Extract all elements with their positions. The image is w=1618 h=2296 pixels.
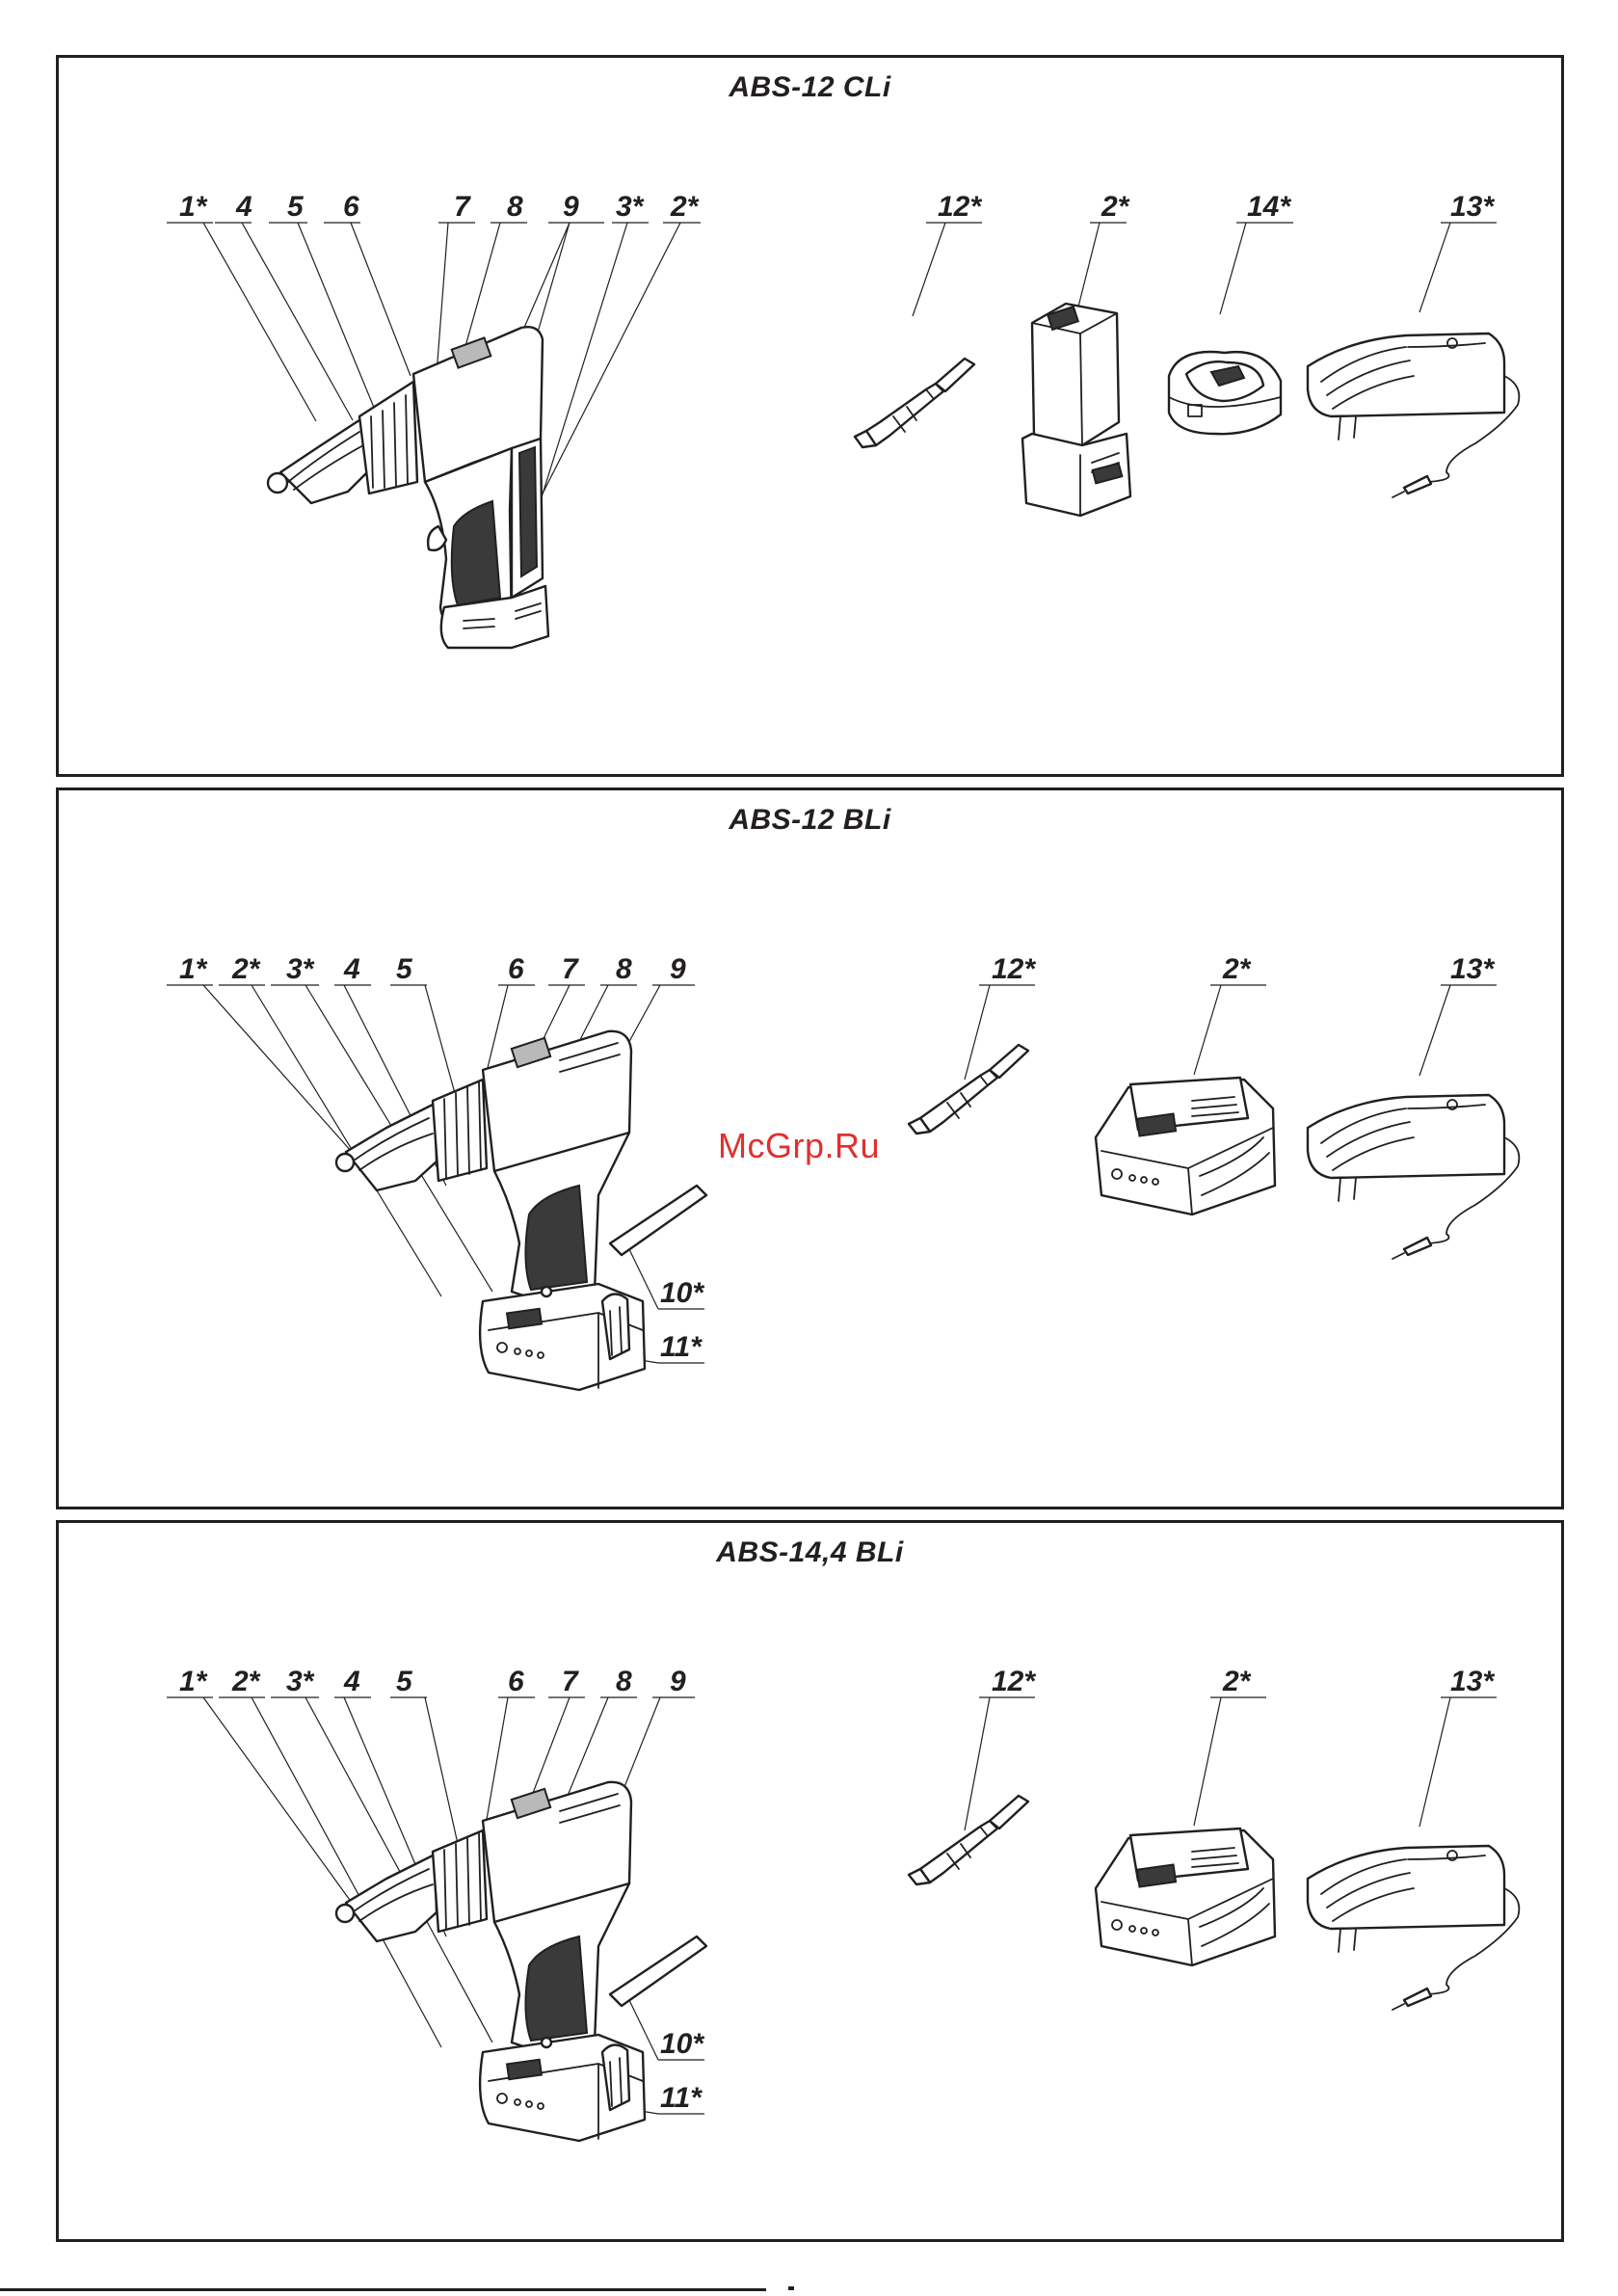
part-label: 12* bbox=[992, 1666, 1036, 1697]
part-label: 11* bbox=[660, 2082, 703, 2114]
part-label: 3* bbox=[286, 1666, 315, 1697]
part-label: 5 bbox=[396, 1666, 413, 1697]
part-label: 11* bbox=[660, 1331, 703, 1363]
part-label: 2* bbox=[231, 1666, 261, 1697]
part-label: 10* bbox=[660, 1277, 704, 1309]
part-label: 13* bbox=[1450, 1666, 1495, 1697]
part-label: 8 bbox=[507, 191, 523, 223]
figure-panel-abs-14-4-bli: ABS-14,4 BLi 1* 2* 3* 4 5 6 7 8 bbox=[56, 1520, 1564, 2242]
part-label: 7 bbox=[454, 191, 471, 223]
part-label: 8 bbox=[616, 953, 632, 985]
part-label: 9 bbox=[670, 1666, 686, 1697]
part-label: 6 bbox=[508, 953, 524, 985]
battery-pack-illustration bbox=[1096, 1829, 1275, 1965]
power-adapter-illustration bbox=[1308, 1846, 1519, 2010]
part-label: 14* bbox=[1247, 191, 1291, 223]
part-label: 5 bbox=[396, 953, 413, 985]
cordless-drill-illustration bbox=[336, 1782, 706, 2141]
part-label: 4 bbox=[235, 191, 252, 223]
part-label: 1* bbox=[179, 953, 208, 985]
part-label: 13* bbox=[1450, 953, 1495, 985]
cordless-drill-illustration bbox=[268, 327, 548, 648]
part-label: 6 bbox=[508, 1666, 524, 1697]
part-label: 1* bbox=[179, 1666, 208, 1697]
part-label: 10* bbox=[660, 2028, 704, 2060]
part-label: 8 bbox=[616, 1666, 632, 1697]
part-label: 3* bbox=[286, 953, 315, 985]
part-label: 2* bbox=[1222, 1666, 1252, 1697]
part-label: 2* bbox=[670, 191, 700, 223]
part-label: 6 bbox=[343, 191, 359, 223]
part-label: 9 bbox=[563, 191, 579, 223]
power-adapter-illustration bbox=[1308, 1095, 1519, 1259]
part-label: 2* bbox=[231, 953, 261, 985]
part-label: 4 bbox=[343, 953, 360, 985]
footer-mark bbox=[788, 2286, 794, 2290]
watermark-text: McGrp.Ru bbox=[718, 1126, 880, 1166]
screwdriver-bit-illustration bbox=[909, 1045, 1028, 1134]
cordless-drill-illustration bbox=[336, 1031, 706, 1390]
part-label: 12* bbox=[938, 191, 982, 223]
power-adapter-illustration bbox=[1308, 334, 1519, 497]
battery-slide-in-illustration bbox=[1022, 304, 1130, 516]
part-labels: 1* 4 5 6 7 8 9 3* 2* 12* 2* 14* 13* bbox=[179, 191, 1495, 223]
part-label: 2* bbox=[1101, 191, 1130, 223]
part-label: 5 bbox=[287, 191, 305, 223]
exploded-diagram: 1* 2* 3* 4 5 6 7 8 9 10* 11* 12* 2* 13* bbox=[59, 1523, 1561, 2239]
part-label: 12* bbox=[992, 953, 1036, 985]
exploded-diagram: 1* 4 5 6 7 8 9 3* 2* 12* 2* 14* 13* bbox=[59, 58, 1561, 774]
figure-panel-abs-12-cli: ABS-12 CLi 1* 4 5 6 7 8 9 3* bbox=[56, 55, 1564, 777]
part-label: 7 bbox=[562, 1666, 579, 1697]
part-label: 9 bbox=[670, 953, 686, 985]
battery-charger-dock-illustration bbox=[1169, 352, 1281, 434]
footer-rule bbox=[0, 2288, 766, 2291]
part-label: 3* bbox=[616, 191, 645, 223]
battery-pack-illustration bbox=[1096, 1078, 1275, 1215]
part-label: 2* bbox=[1222, 953, 1252, 985]
part-label: 4 bbox=[343, 1666, 360, 1697]
part-label: 13* bbox=[1450, 191, 1495, 223]
screwdriver-bit-illustration bbox=[855, 359, 974, 447]
part-label: 1* bbox=[179, 191, 208, 223]
part-label: 7 bbox=[562, 953, 579, 985]
